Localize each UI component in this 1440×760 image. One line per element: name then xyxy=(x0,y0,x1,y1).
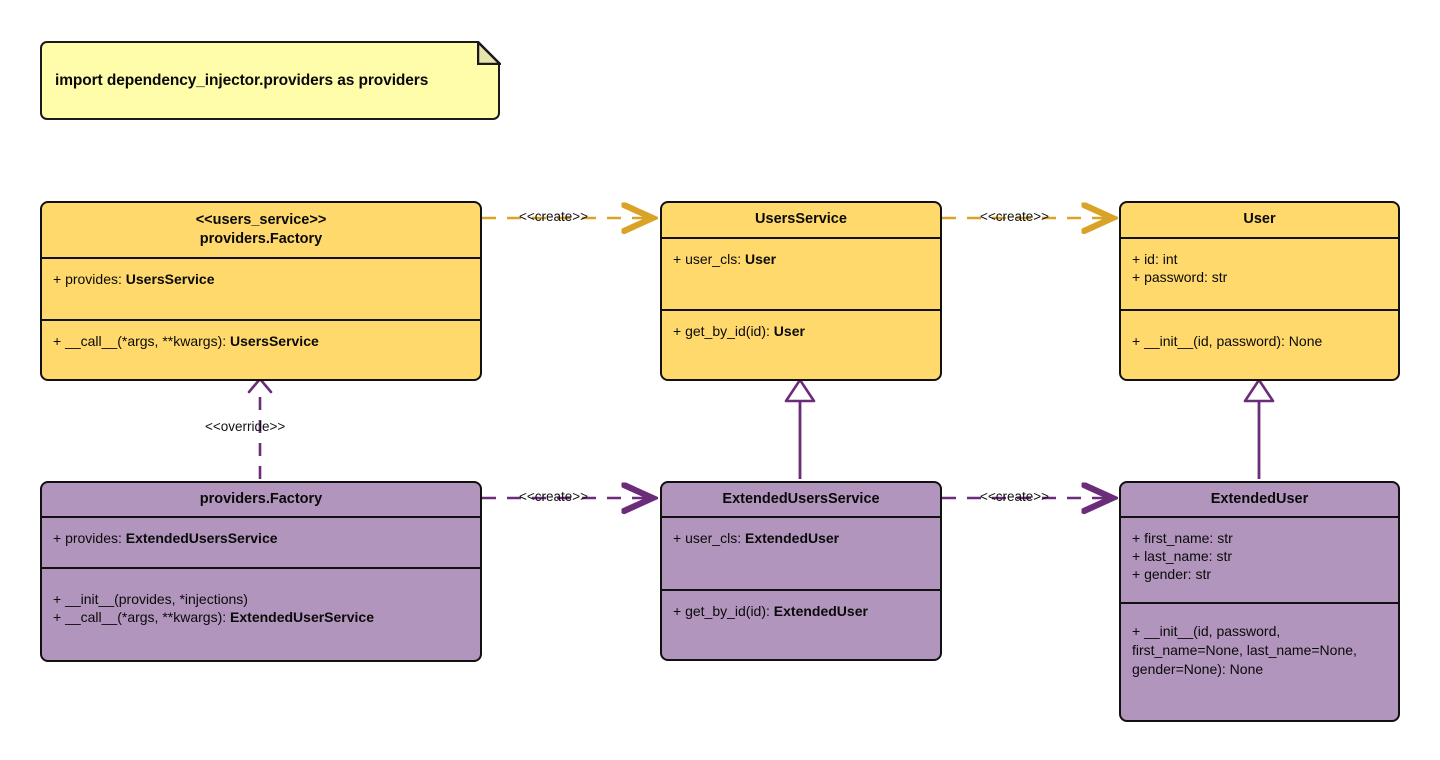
method-row: + get_by_id(id): User xyxy=(673,323,805,339)
class-title-users-service: UsersService xyxy=(662,203,940,239)
class-box-user[interactable]: User + id: int + password: str + __init_… xyxy=(1119,201,1400,381)
attribute-row: + provides: UsersService xyxy=(53,271,215,287)
connector-label-create-1: <<create>> xyxy=(519,209,589,224)
attribute-row: + provides: ExtendedUsersService xyxy=(53,530,278,546)
class-methods-extended-factory: + __init__(provides, *injections) + __ca… xyxy=(42,567,480,660)
class-title-extended-users-service: ExtendedUsersService xyxy=(662,483,940,518)
method-row: + __init__(id, password): None xyxy=(1132,333,1323,349)
note-text: import dependency_injector.providers as … xyxy=(55,71,429,89)
method-row: + __call__(*args, **kwargs): ExtendedUse… xyxy=(53,608,374,625)
note-import: import dependency_injector.providers as … xyxy=(40,41,500,120)
class-name: User xyxy=(1243,211,1276,228)
attribute-row: + password: str xyxy=(1132,268,1228,285)
class-stereotype: <<users_service>> xyxy=(195,211,327,228)
attribute-row: + gender: str xyxy=(1132,565,1211,582)
class-name: providers.Factory xyxy=(199,231,323,247)
attribute-row: + user_cls: User xyxy=(673,251,777,267)
connector-inherit-2 xyxy=(1243,378,1275,479)
class-methods-users-service: + get_by_id(id): User xyxy=(662,309,940,379)
connector-label-create-2: <<create>> xyxy=(980,209,1050,224)
class-box-users-service-factory[interactable]: <<users_service>> providers.Factory + pr… xyxy=(40,201,482,381)
attribute-row: + user_cls: ExtendedUser xyxy=(673,530,840,546)
class-attributes-extended-factory: + provides: ExtendedUsersService xyxy=(42,518,480,567)
class-attributes-users-service: + user_cls: User xyxy=(662,239,940,309)
class-attributes-extended-user: + first_name: str + last_name: str + gen… xyxy=(1121,518,1398,602)
class-name: UsersService xyxy=(755,211,847,228)
connector-inherit-1 xyxy=(784,378,816,479)
class-attributes-user: + id: int + password: str xyxy=(1121,239,1398,309)
attribute-row: + first_name: str xyxy=(1132,530,1233,546)
class-methods-extended-user: + __init__(id, password, first_name=None… xyxy=(1121,602,1398,720)
method-row: + __call__(*args, **kwargs): UsersServic… xyxy=(53,333,319,349)
connector-label-create-4: <<create>> xyxy=(980,489,1050,504)
class-title-extended-factory: providers.Factory xyxy=(42,483,480,518)
class-methods-users-service-factory: + __call__(*args, **kwargs): UsersServic… xyxy=(42,319,480,379)
class-methods-extended-users-service: + get_by_id(id): ExtendedUser xyxy=(662,589,940,659)
class-box-extended-factory[interactable]: providers.Factory + provides: ExtendedUs… xyxy=(40,481,482,662)
attribute-row: + id: int xyxy=(1132,251,1178,267)
class-title-extended-user: ExtendedUser xyxy=(1121,483,1398,518)
attribute-row: + last_name: str xyxy=(1132,547,1232,564)
method-row: + __init__(provides, *injections) xyxy=(53,591,248,607)
method-row: + get_by_id(id): ExtendedUser xyxy=(673,603,868,619)
class-attributes-extended-users-service: + user_cls: ExtendedUser xyxy=(662,518,940,589)
class-title-user: User xyxy=(1121,203,1398,239)
connector-label-create-3: <<create>> xyxy=(519,489,589,504)
method-row: + __init__(id, password, first_name=None… xyxy=(1132,623,1357,678)
connector-label-override: <<override>> xyxy=(205,419,286,434)
class-box-extended-users-service[interactable]: ExtendedUsersService + user_cls: Extende… xyxy=(660,481,942,661)
class-title-users-service-factory: <<users_service>> providers.Factory xyxy=(42,203,480,259)
class-name: ExtendedUsersService xyxy=(722,490,880,507)
class-methods-user: + __init__(id, password): None xyxy=(1121,309,1398,379)
class-box-extended-user[interactable]: ExtendedUser + first_name: str + last_na… xyxy=(1119,481,1400,722)
class-attributes-users-service-factory: + provides: UsersService xyxy=(42,259,480,319)
class-box-users-service[interactable]: UsersService + user_cls: User + get_by_i… xyxy=(660,201,942,381)
class-name: ExtendedUser xyxy=(1210,490,1309,507)
class-name: providers.Factory xyxy=(199,490,323,507)
